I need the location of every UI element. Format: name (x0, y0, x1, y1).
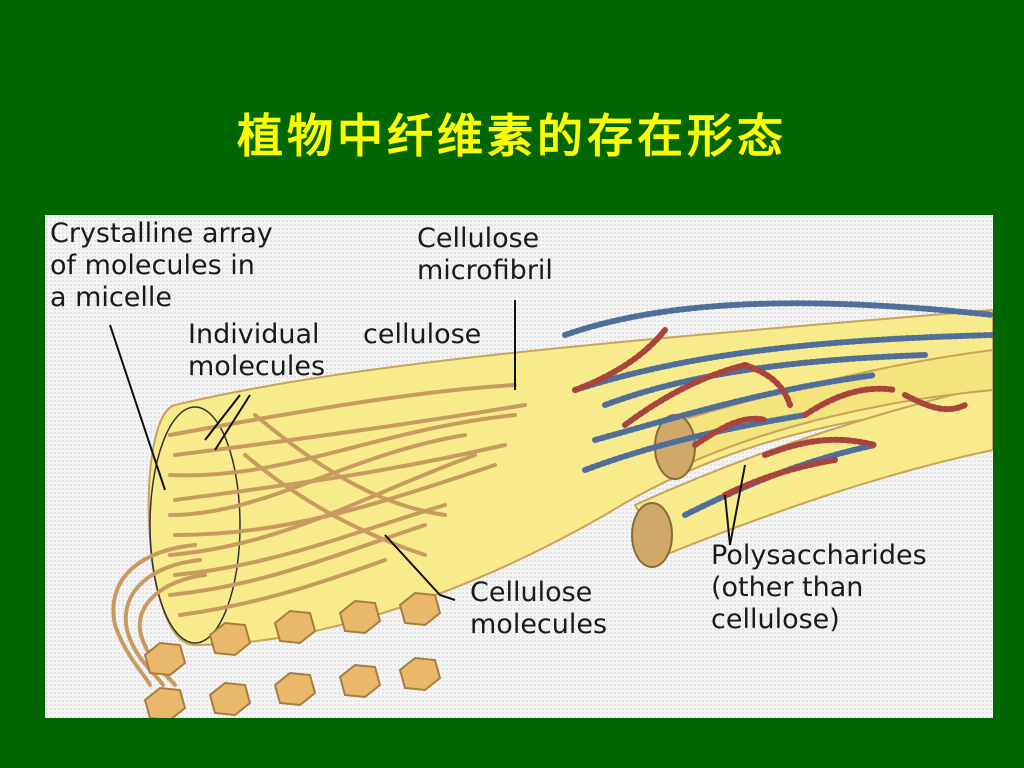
cellulose-diagram: Crystalline array of molecules in a mice… (45, 215, 993, 718)
polysaccharide-strands-red (572, 327, 968, 498)
fibril-cut-end-2 (631, 502, 673, 568)
label-polysaccharides: Polysaccharides (other than cellulose) (711, 540, 927, 635)
label-cellulose-word: cellulose (363, 319, 482, 350)
glucose-chain (143, 591, 442, 718)
leader-lines (109, 300, 746, 601)
polysaccharide-strands-blue (562, 300, 993, 518)
micelle-outline (149, 406, 241, 644)
label-individual-molecules: Individual molecules (188, 319, 326, 382)
label-cellulose-microfibril: Cellulose microfibril (417, 223, 553, 286)
label-cellulose-molecules: Cellulose molecules (470, 577, 608, 640)
cellulose-fibres (168, 383, 527, 617)
label-crystalline-array: Crystalline array of molecules in a mice… (50, 218, 273, 313)
slide-title: 植物中纤维素的存在形态 (237, 109, 787, 163)
cellulose-illustration (109, 300, 993, 718)
second-fibril (633, 383, 993, 557)
